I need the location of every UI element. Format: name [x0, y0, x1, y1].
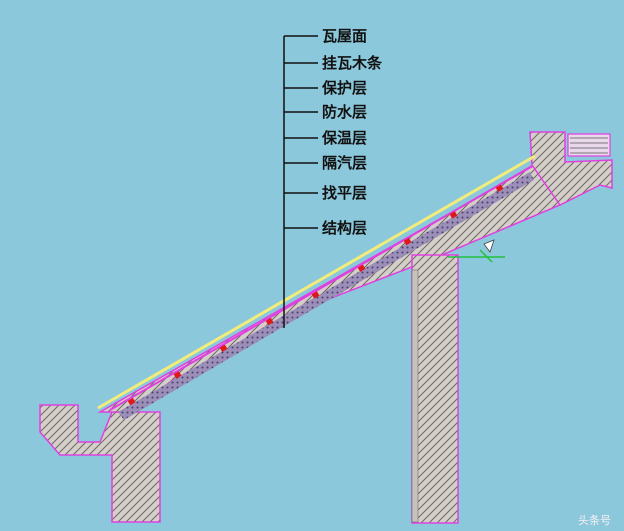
ridge-vent-hatch	[570, 137, 608, 154]
tile-batten-marker	[173, 371, 182, 379]
watermark: 头条号	[578, 513, 611, 527]
tile-batten-marker	[357, 264, 366, 272]
layer-label-leveling: 找平层	[322, 184, 367, 202]
eave-block	[39, 404, 161, 523]
support-wall	[411, 254, 459, 524]
tile-batten-marker	[265, 317, 274, 326]
tile-batten-marker	[219, 344, 228, 352]
layer-label-waterproof: 防水层	[322, 103, 367, 121]
roof-layers	[97, 154, 536, 420]
wall-inner-face	[411, 269, 419, 523]
tile-batten-marker	[127, 397, 136, 406]
insulation-band	[118, 172, 534, 420]
tile-roof-line	[97, 154, 536, 410]
layer-label-vapor-barrier: 隔汽层	[322, 154, 367, 172]
ridge-block	[529, 131, 613, 206]
layer-label-tile-roof: 瓦屋面	[322, 27, 367, 45]
layer-label-insulation: 保温层	[321, 129, 367, 147]
layer-label-protective: 保护层	[321, 79, 367, 97]
layer-label-tile-batten: 挂瓦木条	[322, 54, 383, 72]
tile-batten-marker	[311, 291, 320, 299]
tile-batten-marker	[449, 211, 458, 219]
layer-label-structural: 结构层	[322, 219, 367, 237]
axis-marker	[448, 239, 505, 263]
tile-batten-marker	[495, 184, 504, 192]
waterproof-line	[109, 165, 533, 411]
tile-batten-marker	[403, 237, 412, 246]
ridge-vent	[567, 133, 611, 157]
tile-batten-markers	[127, 184, 504, 406]
